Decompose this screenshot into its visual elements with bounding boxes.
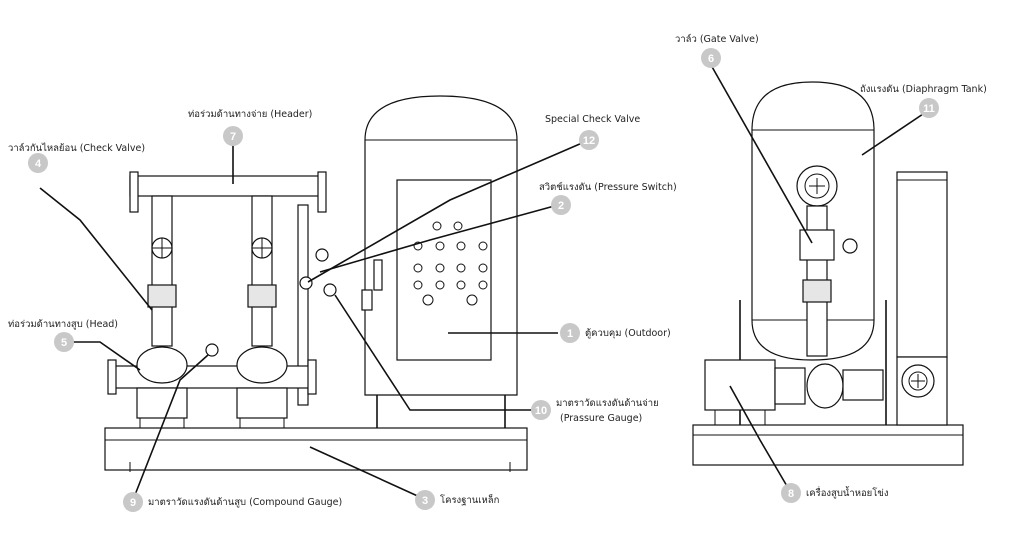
callout-5: ท่อร่วมด้านทางสูบ (Head) 5 [8, 319, 118, 352]
callout-9: 9 มาตราวัดแรงดันด้านสูบ (Compound Gauge) [123, 492, 342, 512]
discharge-header [129, 171, 327, 213]
label-special-check-valve: Special Check Valve [545, 114, 640, 125]
badge-circle [123, 492, 143, 512]
badge-number: 12 [583, 135, 595, 147]
callout-7: ท่อร่วมด้านทางจ่าย (Header) 7 [188, 109, 312, 146]
badge-number: 5 [61, 337, 67, 349]
right-base-frame [692, 424, 964, 466]
badge-number: 11 [923, 103, 935, 115]
badge-circle [223, 126, 243, 146]
gauges [205, 248, 337, 357]
label-control-cabinet: ตู้ควบคุม (Outdoor) [585, 328, 671, 339]
badge-circle [551, 195, 571, 215]
badge-circle [28, 153, 48, 173]
label-pressure-gauge-en: (Prassure Gauge) [560, 413, 642, 424]
badge-circle [54, 332, 74, 352]
callout-10: 10 มาตราวัดแรงดันด้านจ่าย (Prassure Gaug… [531, 398, 659, 424]
right-pump-assembly [692, 81, 964, 466]
label-centrifugal-pump: เครื่องสูบน้ำหอยโข่ง [806, 486, 888, 499]
riser-pipes [147, 195, 309, 406]
badge-circle [415, 490, 435, 510]
badge-number: 1 [567, 328, 573, 340]
label-header: ท่อร่วมด้านทางจ่าย (Header) [188, 109, 312, 120]
label-diaphragm-tank: ถังแรงดัน (Diaphragm Tank) [860, 84, 987, 95]
badge-number: 4 [35, 158, 42, 170]
label-steel-base: โครงฐานเหล็ก [440, 493, 500, 506]
label-gate-valve: วาล์ว (Gate Valve) [675, 33, 759, 45]
badge-number: 3 [422, 495, 428, 507]
badge-number: 8 [788, 488, 794, 500]
callout-4: วาล์วกันไหลย้อน (Check Valve) 4 [8, 142, 145, 173]
callout-12: Special Check Valve 12 [545, 114, 640, 150]
left-pump-assembly [104, 95, 528, 472]
pumps [136, 346, 288, 428]
steel-base-frame [104, 427, 528, 472]
badge-number: 9 [130, 497, 136, 509]
leader-lines [39, 64, 930, 501]
label-check-valve: วาล์วกันไหลย้อน (Check Valve) [8, 142, 145, 154]
gate-valve-riser [799, 205, 858, 357]
centrifugal-pump [704, 359, 884, 425]
label-pressure-gauge: มาตราวัดแรงดันด้านจ่าย [556, 398, 659, 409]
label-compound-gauge: มาตราวัดแรงดันด้านสูบ (Compound Gauge) [148, 497, 342, 508]
callout-1: 1 ตู้ควบคุม (Outdoor) [560, 323, 671, 343]
badge-number: 6 [708, 53, 714, 65]
badge-circle [579, 130, 599, 150]
badge-circle [919, 98, 939, 118]
badge-circle [701, 48, 721, 68]
badge-number: 10 [535, 405, 547, 417]
callout-8: 8 เครื่องสูบน้ำหอยโข่ง [781, 483, 888, 503]
label-pressure-switch: สวิตช์แรงดัน (Pressure Switch) [539, 181, 677, 193]
callout-11: ถังแรงดัน (Diaphragm Tank) 11 [860, 84, 987, 118]
callout-3: 3 โครงฐานเหล็ก [415, 490, 500, 510]
control-cabinet [361, 95, 518, 428]
badge-number: 2 [558, 200, 564, 212]
callout-6: วาล์ว (Gate Valve) 6 [675, 33, 759, 68]
callout-2: สวิตช์แรงดัน (Pressure Switch) 2 [539, 181, 677, 215]
badge-number: 7 [230, 131, 236, 143]
badge-circle [560, 323, 580, 343]
side-cabinet [896, 171, 948, 426]
label-suction-head: ท่อร่วมด้านทางสูบ (Head) [8, 319, 118, 330]
badge-circle [781, 483, 801, 503]
badge-circle [531, 400, 551, 420]
